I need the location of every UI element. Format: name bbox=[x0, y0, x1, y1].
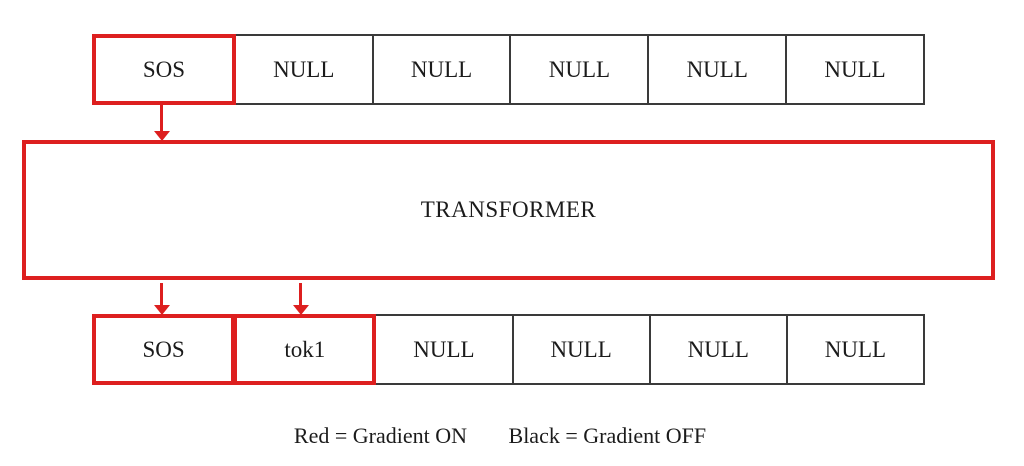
output-token-row: SOS tok1 NULL NULL NULL NULL bbox=[92, 314, 926, 385]
output-token-cell-tok1: tok1 bbox=[233, 314, 377, 385]
output-flow-arrow-sos-icon bbox=[160, 283, 163, 306]
output-token-cell-null-3: NULL bbox=[648, 314, 788, 385]
input-token-cell-null-2: NULL bbox=[371, 34, 512, 105]
input-token-cell-null-3: NULL bbox=[509, 34, 650, 105]
input-token-cell-null-4: NULL bbox=[647, 34, 788, 105]
transformer-label: TRANSFORMER bbox=[420, 197, 597, 222]
output-token-cell-null-1: NULL bbox=[374, 314, 514, 385]
output-flow-arrow-tok1-icon bbox=[299, 283, 302, 306]
input-token-cell-null-1: NULL bbox=[233, 34, 374, 105]
transformer-box: TRANSFORMER bbox=[22, 140, 995, 280]
output-token-cell-null-2: NULL bbox=[511, 314, 651, 385]
legend-red-label: Red = Gradient ON bbox=[293, 423, 468, 448]
gradient-legend: Red = Gradient ON Black = Gradient OFF bbox=[0, 423, 1000, 449]
legend-black-label: Black = Gradient OFF bbox=[508, 423, 707, 448]
input-token-cell-null-5: NULL bbox=[785, 34, 925, 105]
input-token-row: SOS NULL NULL NULL NULL NULL bbox=[92, 34, 925, 105]
output-token-cell-sos: SOS bbox=[92, 314, 236, 385]
output-token-cell-null-4: NULL bbox=[785, 314, 926, 385]
input-token-cell-sos: SOS bbox=[92, 34, 236, 105]
input-flow-arrow-icon bbox=[160, 105, 163, 132]
